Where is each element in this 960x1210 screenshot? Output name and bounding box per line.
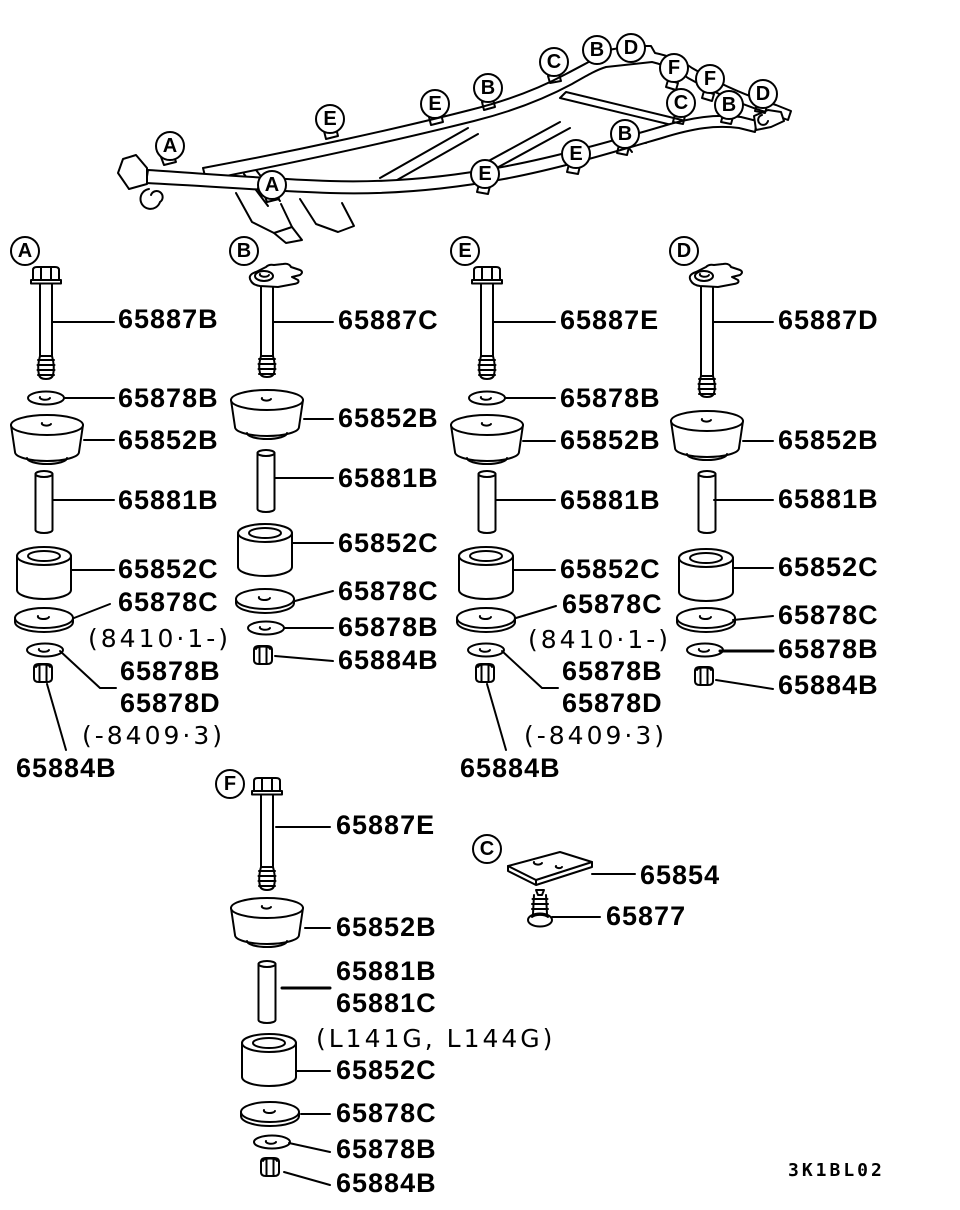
frame-callout-b-3: B <box>714 90 744 120</box>
e-lower-cushion-part-number: 65852C <box>560 553 661 584</box>
c-screw-part-number: 65877 <box>606 900 687 931</box>
a-large-washer-part-number: 65878C <box>118 586 219 617</box>
b-spacer-part-number: 65881B <box>338 462 439 493</box>
d-bolt-part-number: 65887D <box>778 304 879 335</box>
f-spacer-part-number: 65881B <box>336 955 437 986</box>
d-small-washer-part-number: 65878B <box>778 633 879 664</box>
a-bolt-part-number: 65887B <box>118 303 219 334</box>
frame-callout-e-4: E <box>470 159 500 189</box>
a-upper-washer-part-number: 65878B <box>118 382 219 413</box>
b-lower-cushion-part-number: 65852C <box>338 527 439 558</box>
section-callout-d: D <box>669 236 699 266</box>
frame-callout-a-1: A <box>155 131 185 161</box>
f-lower-cushion-part-number: 65852C <box>336 1054 437 1085</box>
b-upper-cushion-part-number: 65852B <box>338 402 439 433</box>
d-upper-cushion-part-number: 65852B <box>778 424 879 455</box>
a-small-washer-alt-date-note: (-8409·3) <box>82 721 226 750</box>
frame-callout-b-4: B <box>610 119 640 149</box>
a-small-washer-part-number: 65878B <box>120 655 221 686</box>
a-upper-cushion-part-number: 65852B <box>118 424 219 455</box>
a-nut-part-number: 65884B <box>16 752 117 783</box>
b-nut-part-number: 65884B <box>338 644 439 675</box>
e-upper-cushion-part-number: 65852B <box>560 424 661 455</box>
frame-callout-b-1: B <box>473 73 503 103</box>
b-small-washer-part-number: 65878B <box>338 611 439 642</box>
frame-callout-f-2: F <box>695 64 725 94</box>
chassis-frame-illustration <box>117 45 792 244</box>
section-callout-e: E <box>450 236 480 266</box>
section-c-illustration <box>507 851 636 928</box>
frame-callout-c-2: C <box>666 88 696 118</box>
frame-callout-f-1: F <box>659 53 689 83</box>
frame-callout-b-2: B <box>582 35 612 65</box>
section-callout-c: C <box>472 834 502 864</box>
section-callout-b: B <box>229 236 259 266</box>
c-plate-part-number: 65854 <box>640 859 721 890</box>
a-large-washer-date-note: (8410·1-) <box>88 624 232 653</box>
a-lower-cushion-part-number: 65852C <box>118 553 219 584</box>
f-nut-part-number: 65884B <box>336 1167 437 1198</box>
section-e-illustration <box>450 266 559 751</box>
section-f-illustration <box>230 777 332 1186</box>
frame-callout-e-1: E <box>315 104 345 134</box>
e-large-washer-date-note: (8410·1-) <box>528 625 672 654</box>
section-d-illustration <box>670 262 775 690</box>
a-small-washer-alt-part-number: 65878D <box>120 687 221 718</box>
e-upper-washer-part-number: 65878B <box>560 382 661 413</box>
e-bolt-part-number: 65887E <box>560 304 660 335</box>
section-b-illustration <box>230 262 334 665</box>
e-small-washer-alt-part-number: 65878D <box>562 687 663 718</box>
frame-callout-d-1: D <box>616 33 646 63</box>
section-a-illustration <box>10 266 117 751</box>
frame-callout-e-3: E <box>561 139 591 169</box>
d-lower-cushion-part-number: 65852C <box>778 551 879 582</box>
e-large-washer-part-number: 65878C <box>562 588 663 619</box>
frame-callout-d-2: D <box>748 79 778 109</box>
frame-callout-a-2: A <box>257 170 287 200</box>
e-small-washer-alt-date-note: (-8409·3) <box>524 721 668 750</box>
drawing-code: 3K1BL02 <box>788 1160 885 1181</box>
frame-callout-c-1: C <box>539 47 569 77</box>
f-small-washer-part-number: 65878B <box>336 1133 437 1164</box>
d-large-washer-part-number: 65878C <box>778 599 879 630</box>
f-spacer-model-note: (L141G, L144G) <box>316 1024 556 1053</box>
d-nut-part-number: 65884B <box>778 669 879 700</box>
section-callout-a: A <box>10 236 40 266</box>
f-large-washer-part-number: 65878C <box>336 1097 437 1128</box>
b-large-washer-part-number: 65878C <box>338 575 439 606</box>
e-spacer-part-number: 65881B <box>560 484 661 515</box>
e-nut-part-number: 65884B <box>460 752 561 783</box>
f-upper-cushion-part-number: 65852B <box>336 911 437 942</box>
f-bolt-part-number: 65887E <box>336 809 436 840</box>
a-spacer-part-number: 65881B <box>118 484 219 515</box>
frame-callout-e-2: E <box>420 89 450 119</box>
section-callout-f: F <box>215 769 245 799</box>
d-spacer-part-number: 65881B <box>778 483 879 514</box>
b-bolt-part-number: 65887C <box>338 304 439 335</box>
f-spacer-alt-part-number: 65881C <box>336 987 437 1018</box>
e-small-washer-part-number: 65878B <box>562 655 663 686</box>
